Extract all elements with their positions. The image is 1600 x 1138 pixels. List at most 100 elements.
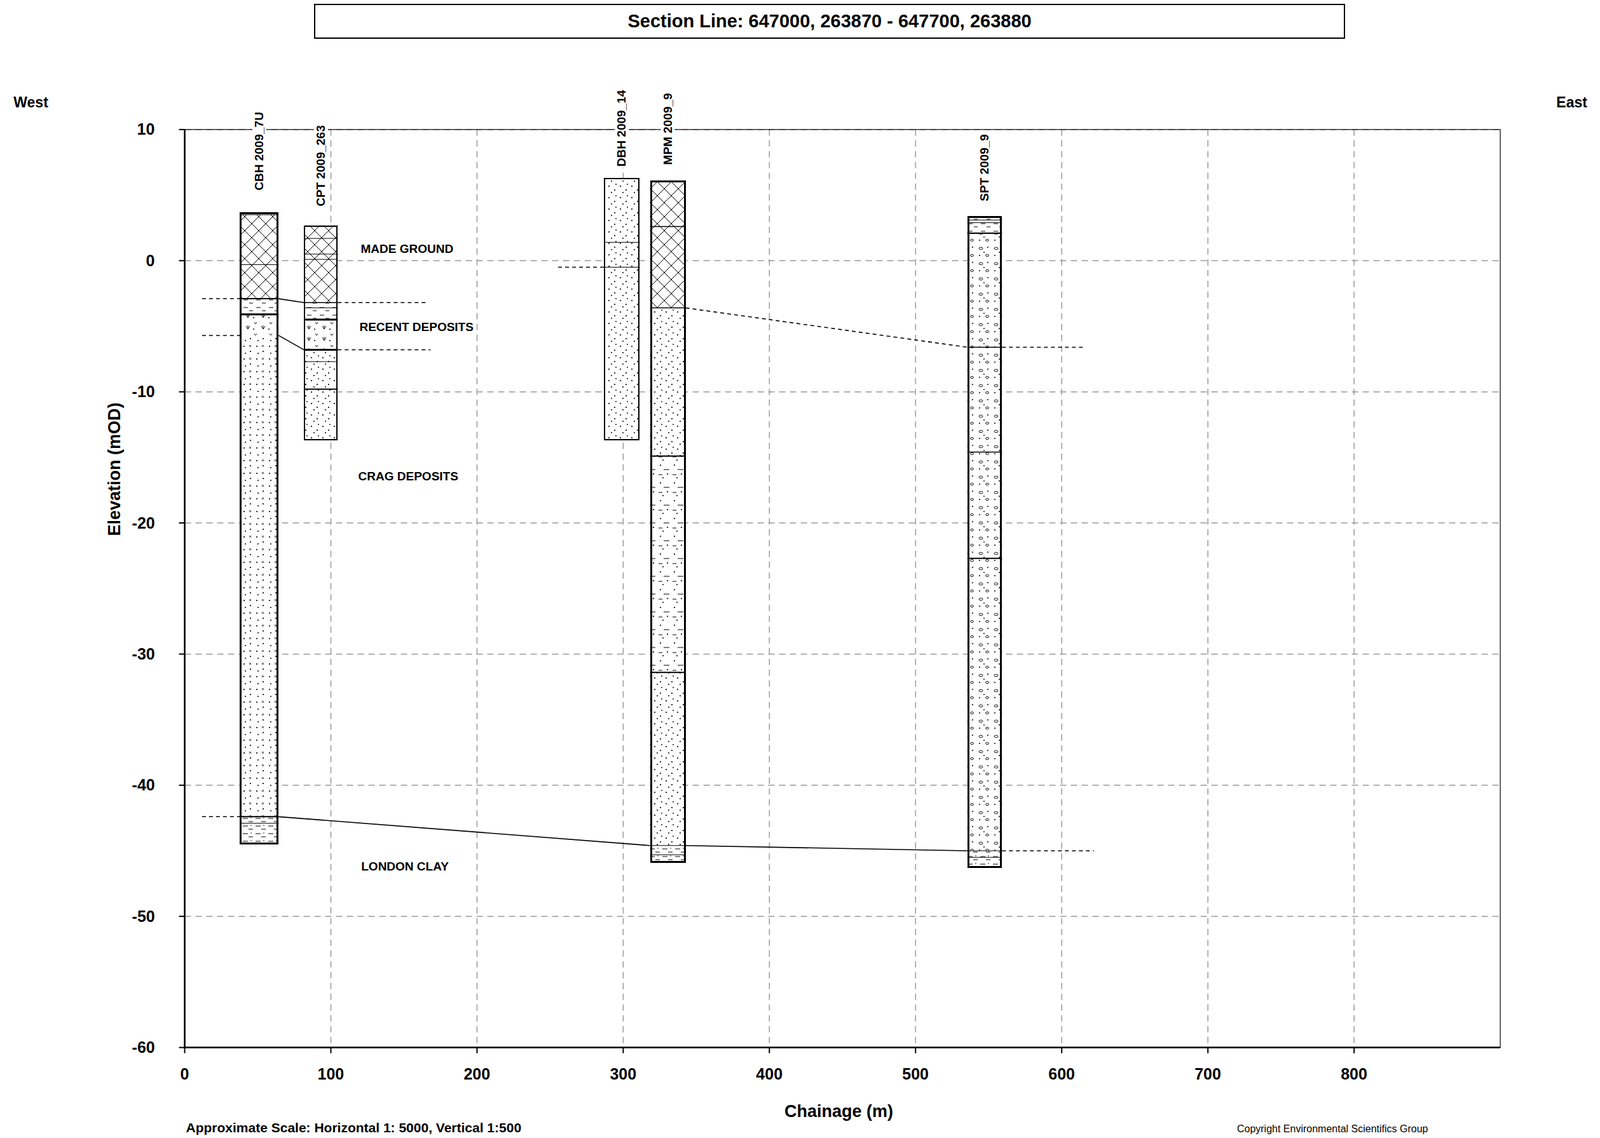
grid-line: [184, 785, 1501, 787]
strata-boundary: [650, 671, 686, 674]
plot-frame: [184, 129, 1501, 1049]
strata-fill: [650, 846, 686, 864]
section-title: Section Line: 647000, 263870 - 647700, 2…: [627, 10, 1032, 32]
tick-mark: [179, 391, 185, 393]
strata-boundary: [303, 319, 338, 322]
stratum-name: LONDON CLAY: [359, 860, 451, 875]
strata-fill: [303, 319, 338, 350]
strata-boundary: [650, 307, 686, 309]
boundary-extension: [202, 335, 240, 337]
tick-label: -40: [130, 776, 157, 795]
tick-label: 600: [1046, 1065, 1077, 1084]
strata-boundary: [967, 232, 1003, 234]
grid-line: [184, 522, 1501, 524]
tick-mark: [184, 1048, 186, 1054]
strata-boundary: [967, 451, 1003, 454]
tick-mark: [1353, 1048, 1355, 1054]
stratum-name: MADE GROUND: [359, 242, 455, 257]
tick-label: 500: [900, 1065, 930, 1084]
tick-mark: [622, 1048, 624, 1054]
borehole-id: MPM 2009_9: [660, 91, 675, 166]
strata-fill: [303, 350, 338, 441]
tick-mark: [179, 1047, 185, 1049]
borehole-log: [967, 216, 1003, 869]
strata-fill: [967, 851, 1003, 869]
strata-fill: [650, 180, 686, 308]
grid-line: [1207, 129, 1209, 1049]
tick-mark: [179, 916, 185, 918]
footnote: Approximate Scale: Horizontal 1: 5000, V…: [184, 1120, 524, 1136]
borehole-column: DBH 2009_14: [603, 177, 640, 441]
correlation-line: [278, 335, 304, 351]
strata-fill: [239, 314, 279, 336]
stratum-name: RECENT DEPOSITS: [357, 320, 475, 335]
borehole-log: [239, 212, 279, 845]
axis-title: Chainage (m): [783, 1102, 895, 1122]
tick-mark: [1060, 1048, 1063, 1054]
strata-boundary: [650, 455, 686, 458]
strata-fill: [239, 298, 279, 315]
grid-line: [1353, 129, 1355, 1049]
strata-boundary: [239, 214, 279, 216]
borehole-column: MPM 2009_9: [650, 180, 686, 863]
boundary-extension: [558, 266, 604, 269]
correlation-line: [685, 308, 968, 348]
borehole-log: [603, 177, 640, 441]
strata-fill: [303, 302, 338, 320]
title-box: Section Line: 647000, 263870 - 647700, 2…: [314, 3, 1345, 39]
axis-title: Elevation (mOD): [105, 401, 126, 538]
grid-line: [915, 129, 917, 1049]
tick-label: -50: [130, 907, 157, 927]
grid-line: [1060, 129, 1063, 1049]
strata-boundary: [603, 266, 640, 268]
tick-label: -10: [130, 382, 157, 402]
tick-label: -20: [130, 514, 157, 533]
strata-fill: [239, 816, 279, 845]
boundary-extension: [1001, 850, 1094, 852]
strata-boundary: [967, 850, 1003, 852]
stratum-name: CRAG DEPOSITS: [357, 469, 460, 484]
borehole-id: SPT 2009_9: [977, 132, 992, 203]
borehole-column: CBH 2009_7U: [239, 212, 279, 845]
tick-mark: [179, 785, 185, 787]
correlation-line: [278, 298, 304, 303]
strata-boundary: [239, 298, 279, 300]
borehole-id: CPT 2009_263: [314, 123, 329, 208]
strata-fill: [650, 456, 686, 674]
strata-fill: [967, 216, 1003, 234]
tick-mark: [476, 1048, 478, 1054]
tick-label: -60: [130, 1038, 157, 1058]
grid-line: [184, 654, 1501, 656]
strata-boundary: [303, 253, 338, 255]
tick-label: 0: [144, 251, 157, 271]
tick-mark: [1207, 1048, 1209, 1054]
strata-boundary: [303, 361, 338, 363]
grid-line: [769, 129, 771, 1049]
tick-mark: [179, 259, 185, 262]
strata-fill: [603, 177, 640, 441]
strata-fill: [650, 672, 686, 846]
tick-mark: [179, 653, 185, 655]
grid-line: [184, 391, 1501, 393]
strata-boundary: [650, 845, 686, 847]
boundary-extension: [337, 302, 429, 304]
strata-boundary: [303, 259, 338, 260]
strata-boundary: [239, 816, 279, 818]
tick-label: 800: [1339, 1065, 1369, 1084]
strata-boundary: [967, 558, 1003, 560]
boundary-extension: [202, 816, 240, 819]
strata-boundary: [967, 222, 1003, 224]
borehole-column: CPT 2009_263: [303, 225, 338, 441]
boundary-extension: [202, 298, 240, 300]
strata-boundary: [303, 307, 338, 309]
borehole-log: [303, 225, 338, 441]
grid-line: [184, 916, 1501, 918]
tick-mark: [914, 1048, 917, 1054]
strata-boundary: [603, 242, 640, 243]
strata-boundary: [239, 823, 279, 824]
tick-mark: [329, 1048, 332, 1054]
grid-line: [476, 129, 479, 1049]
strata-fill: [650, 308, 686, 457]
strata-boundary: [650, 226, 686, 228]
